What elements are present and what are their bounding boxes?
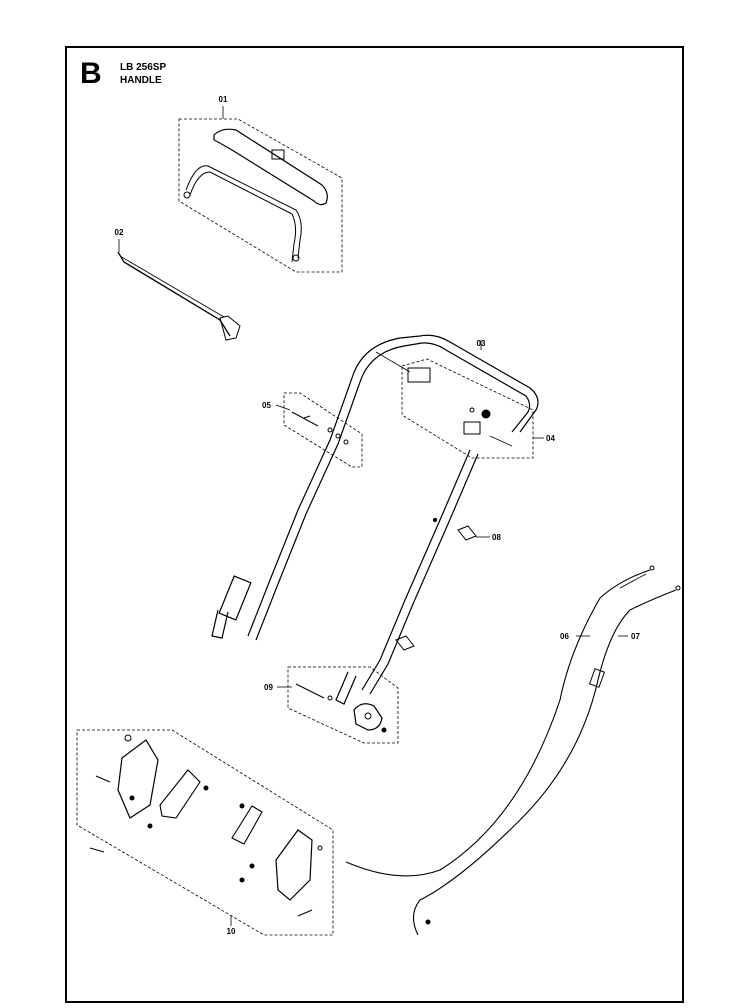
- callout-07: 07: [631, 632, 640, 641]
- diagram-title: HANDLE: [120, 75, 162, 86]
- part-07-cable: [412, 585, 681, 936]
- part-group-05: [283, 392, 363, 468]
- part-08-clip: [395, 525, 477, 651]
- part-06-cable: [345, 565, 655, 877]
- callout-09: 09: [264, 683, 273, 692]
- callout-06: 06: [560, 632, 569, 641]
- callout-04: 04: [546, 434, 555, 443]
- diagram-frame: [65, 46, 684, 1003]
- callout-05: 05: [262, 401, 271, 410]
- model-name: LB 256SP: [120, 62, 167, 73]
- part-02-rod: [117, 251, 241, 341]
- callout-01: 01: [219, 95, 228, 104]
- part-group-09: [287, 666, 399, 744]
- callout-10: 10: [227, 927, 236, 936]
- part-group-10: [76, 729, 334, 936]
- callout-08: 08: [492, 533, 501, 542]
- callout-02: 02: [115, 228, 124, 237]
- section-letter: B: [80, 57, 102, 90]
- part-group-01: [178, 118, 343, 273]
- callout-03: 03: [477, 339, 486, 348]
- part-03-handle-frame: [211, 334, 539, 705]
- part-group-04: [375, 351, 534, 459]
